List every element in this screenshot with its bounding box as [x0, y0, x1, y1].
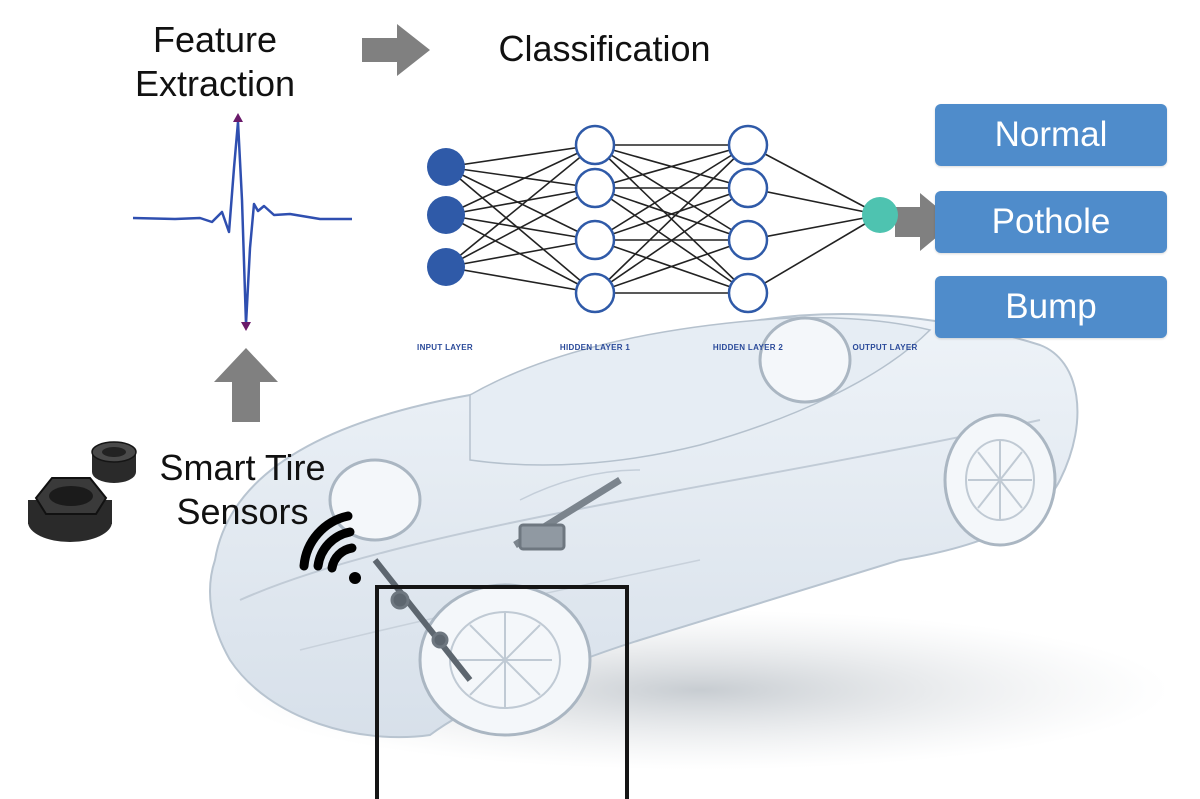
node-hidden2-3 [727, 272, 769, 314]
feature-signal-waveform [132, 113, 352, 331]
connection-l2-1-0 [747, 187, 881, 216]
connection-l2-2-0 [747, 214, 881, 241]
connection-l2-0-0 [747, 144, 881, 216]
node-hidden1-2 [574, 219, 616, 261]
tire-sensor-small-icon [91, 441, 137, 483]
connection-l1-3-2 [594, 239, 749, 294]
connection-l0-2-2 [445, 239, 596, 268]
node-hidden1-1 [574, 167, 616, 209]
node-hidden2-0 [727, 124, 769, 166]
node-hidden1-3 [574, 272, 616, 314]
layer-label-input: INPUT LAYER [417, 343, 473, 352]
connection-l0-1-1 [445, 187, 596, 216]
feature-extraction-line2: Extraction [134, 63, 296, 104]
network-nodes [427, 124, 898, 314]
network-connections [445, 144, 881, 294]
sensors-line2: Sensors [176, 491, 309, 532]
car-illustration [209, 313, 1079, 739]
connection-l0-0-3 [445, 166, 596, 294]
node-hidden2-2 [727, 219, 769, 261]
sensors-line1: Smart Tire [159, 447, 326, 488]
node-output-0 [862, 197, 898, 233]
connection-l0-0-0 [445, 144, 596, 168]
tire-sensor-large-icon [28, 477, 112, 542]
class-box-pothole: Pothole [935, 191, 1167, 253]
feature-extraction-label: Feature Extraction [120, 18, 310, 106]
classification-label: Classification [498, 28, 711, 69]
node-input-0 [427, 148, 465, 186]
wheel-highlight-box [375, 585, 629, 799]
node-hidden2-1 [727, 167, 769, 209]
layer-label-hidden-2: HIDDEN LAYER 2 [712, 343, 784, 352]
connection-l1-2-1 [594, 187, 749, 241]
connection-l1-3-0 [594, 144, 749, 294]
connection-l1-3-1 [594, 187, 749, 294]
connection-l0-2-3 [445, 266, 596, 294]
feature-extraction-line1: Feature [152, 19, 278, 60]
connection-l0-1-0 [445, 144, 596, 216]
connection-l0-2-0 [445, 144, 596, 268]
node-hidden1-0 [574, 124, 616, 166]
wireless-signal-icon [299, 511, 361, 584]
layer-label-hidden-1: HIDDEN LAYER 1 [559, 343, 631, 352]
node-input-2 [427, 248, 465, 286]
arrow-up-icon [214, 348, 278, 422]
connection-l2-3-0 [747, 214, 881, 294]
connection-l1-1-0 [594, 144, 749, 189]
smart-tire-sensors-label: Smart Tire Sensors [140, 446, 345, 534]
layer-label-output: OUTPUT LAYER [852, 343, 918, 352]
connection-l0-0-2 [445, 166, 596, 241]
connection-l0-0-1 [445, 166, 596, 189]
class-box-bump: Bump [935, 276, 1167, 338]
output-arrow-icon [895, 193, 955, 251]
connection-l1-2-0 [594, 144, 749, 241]
class-box-normal: Normal [935, 104, 1167, 166]
node-input-1 [427, 196, 465, 234]
arrow-right-icon [362, 24, 430, 76]
connection-l0-2-1 [445, 187, 596, 268]
